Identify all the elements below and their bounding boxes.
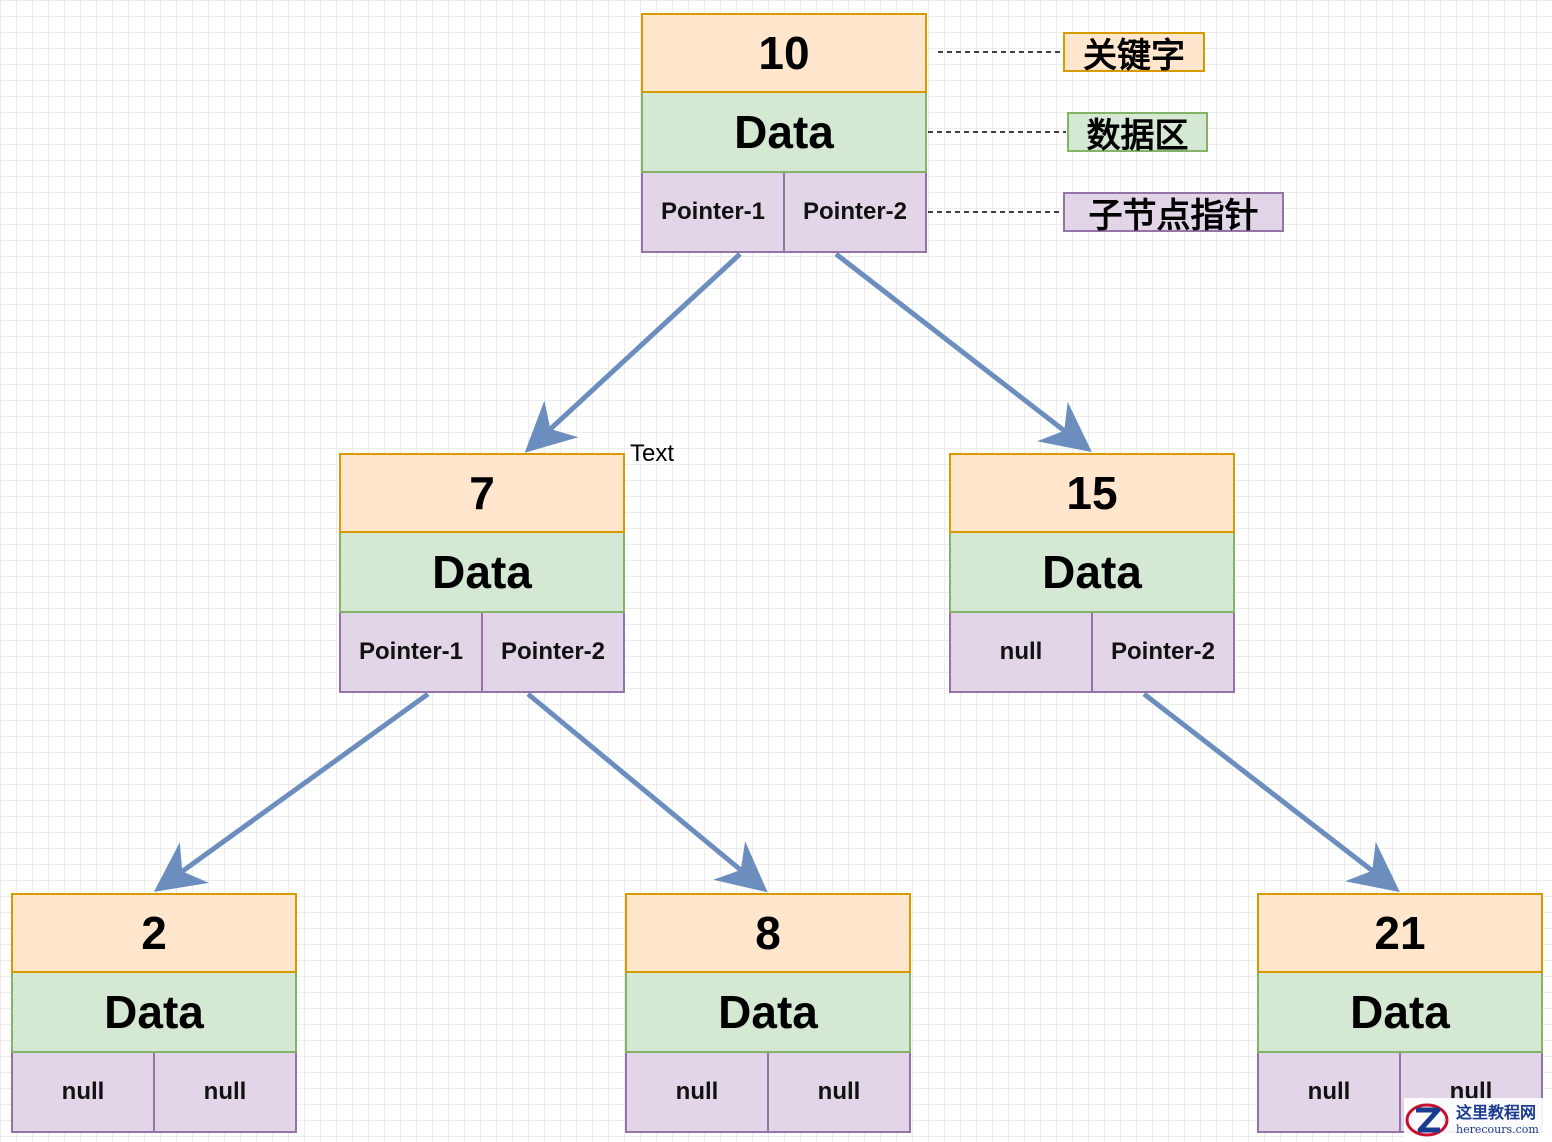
pointer-right: null <box>769 1053 911 1133</box>
node-key: 15 <box>949 453 1235 533</box>
node-key: 10 <box>641 13 927 93</box>
node-key: 8 <box>625 893 911 973</box>
pointer-left: null <box>1257 1053 1401 1133</box>
pointer-right: Pointer-2 <box>785 173 927 253</box>
edge-15-to-21 <box>1142 692 1400 893</box>
node-8[interactable]: 8 Data null null <box>625 893 911 1133</box>
node-key: 21 <box>1257 893 1543 973</box>
pointer-right: null <box>155 1053 297 1133</box>
node-pointers: Pointer-1 Pointer-2 <box>339 613 625 693</box>
edge-7-to-8 <box>526 692 768 893</box>
node-2[interactable]: 2 Data null null <box>11 893 297 1133</box>
node-pointers: null Pointer-2 <box>949 613 1235 693</box>
node-21[interactable]: 21 Data null null <box>1257 893 1543 1133</box>
node-key: 7 <box>339 453 625 533</box>
node-data: Data <box>339 533 625 613</box>
edge-10-to-15 <box>834 252 1092 453</box>
pointer-left: null <box>949 613 1093 693</box>
node-7[interactable]: 7 Data Pointer-1 Pointer-2 <box>339 453 625 693</box>
node-data: Data <box>1257 973 1543 1053</box>
watermark-logo-icon <box>1405 1103 1449 1137</box>
stray-text-label: Text <box>630 440 675 467</box>
legend-key-label: 关键字 <box>1063 32 1205 76</box>
node-pointers: Pointer-1 Pointer-2 <box>641 173 927 253</box>
node-key: 2 <box>11 893 297 973</box>
pointer-left: null <box>625 1053 769 1133</box>
pointer-right: Pointer-2 <box>483 613 625 693</box>
watermark-en: herecours.com <box>1456 1123 1539 1136</box>
pointer-left: Pointer-1 <box>641 173 785 253</box>
watermark-text: 这里教程网 herecours.com <box>1456 1103 1539 1136</box>
node-10[interactable]: 10 Data Pointer-1 Pointer-2 <box>641 13 927 253</box>
node-data: Data <box>625 973 911 1053</box>
node-data: Data <box>11 973 297 1053</box>
pointer-right: Pointer-2 <box>1093 613 1235 693</box>
edge-7-to-2 <box>153 691 430 892</box>
pointer-left: Pointer-1 <box>339 613 483 693</box>
node-pointers: null null <box>625 1053 911 1133</box>
legend-pointer-label: 子节点指针 <box>1063 192 1284 236</box>
node-pointers: null null <box>11 1053 297 1133</box>
watermark: 这里教程网 herecours.com <box>1404 1098 1552 1142</box>
edge-10-to-7 <box>524 252 742 453</box>
node-data: Data <box>949 533 1235 613</box>
node-15[interactable]: 15 Data null Pointer-2 <box>949 453 1235 693</box>
node-data: Data <box>641 93 927 173</box>
legend-data-label: 数据区 <box>1067 112 1208 156</box>
pointer-left: null <box>11 1053 155 1133</box>
watermark-cn: 这里教程网 <box>1456 1103 1537 1122</box>
